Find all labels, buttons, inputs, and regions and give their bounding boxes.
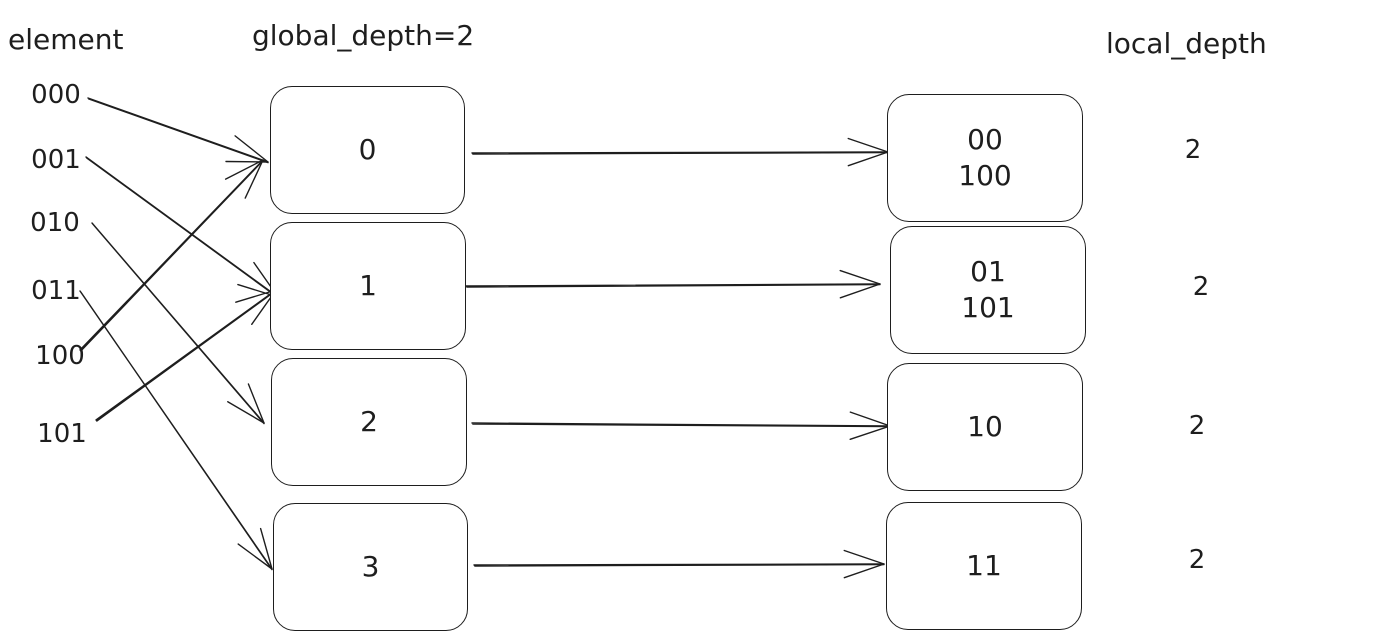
local-depth-value: 2 [1192, 272, 1210, 302]
directory-to-bucket-arrow [473, 549, 885, 579]
local-depth-value: 2 [1184, 135, 1202, 165]
element-label: 001 [31, 145, 81, 175]
element-to-directory-arrow [91, 222, 265, 425]
directory-slot-label: 1 [359, 269, 377, 302]
element-to-directory-arrow [87, 97, 269, 164]
element-label: 010 [30, 208, 80, 238]
directory-slot-label: 2 [360, 405, 378, 438]
local-depth-value: 2 [1188, 545, 1206, 575]
element-to-directory-arrow [79, 290, 273, 571]
directory-slot-label: 3 [361, 550, 380, 583]
directory-to-bucket-arrow [471, 137, 889, 167]
directory-to-bucket-arrow [465, 269, 881, 299]
bucket: 10 [887, 363, 1083, 491]
bucket-contents: 10 [967, 410, 1003, 443]
directory-to-bucket-arrow [471, 411, 891, 441]
bucket: 11 [886, 502, 1082, 630]
bucket: 01 101 [890, 226, 1086, 354]
bucket-contents: 11 [966, 549, 1002, 582]
element-header: element [8, 23, 124, 56]
element-to-directory-arrow [85, 156, 279, 299]
directory-slot: 2 [271, 358, 467, 486]
element-label: 000 [31, 80, 81, 110]
element-to-directory-arrow [79, 159, 264, 352]
directory-slot: 1 [270, 222, 466, 350]
element-to-directory-arrow [95, 289, 277, 422]
element-label: 011 [31, 276, 81, 306]
global-depth-header: global_depth=2 [252, 19, 475, 52]
bucket-contents: 00 100 [958, 123, 1012, 192]
local-depth-value: 2 [1188, 411, 1206, 441]
directory-slot: 0 [270, 86, 465, 214]
element-label: 100 [35, 341, 85, 371]
local-depth-header: local_depth [1106, 27, 1267, 60]
bucket: 00 100 [887, 94, 1083, 222]
bucket-contents: 01 101 [961, 255, 1015, 324]
directory-slot-label: 0 [358, 133, 377, 166]
element-label: 101 [37, 419, 87, 449]
directory-slot: 3 [273, 503, 468, 631]
